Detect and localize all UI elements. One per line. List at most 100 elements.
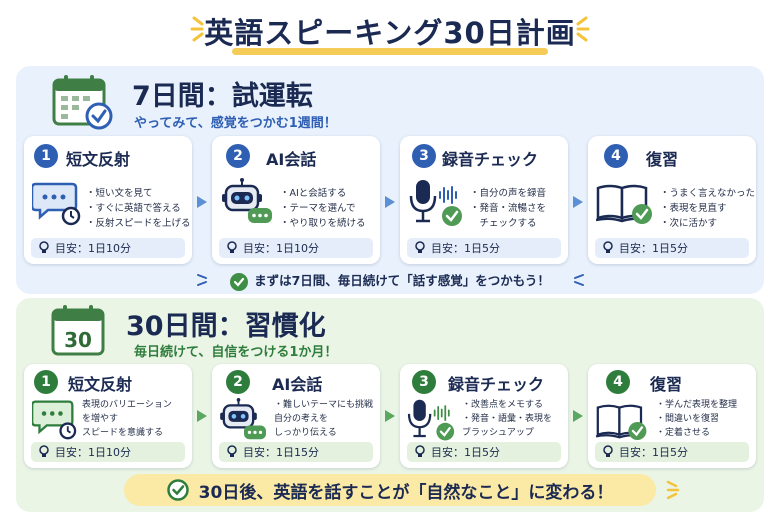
book-check-icon	[596, 184, 652, 224]
step-title: AI会話	[266, 150, 317, 169]
bullet: ・表現を見直す	[660, 203, 727, 214]
step-bullets: ・うまく言えなかった ・表現を見直す ・次に活かす	[660, 186, 755, 231]
time-target-label: 目安：1日15分	[243, 446, 319, 459]
step-number: 4	[606, 370, 630, 394]
step-title: AI会話	[272, 375, 323, 394]
step-title: 短文反射	[66, 150, 131, 169]
bullet: ・発音・流暢さを	[470, 203, 547, 214]
bullet: ・すぐに英語で答える	[86, 203, 181, 214]
lightbulb-icon	[415, 241, 425, 253]
time-target: 目安：1日5分	[407, 442, 561, 462]
step-card: 1 短文反射 表現のバリエーション を増やす スピードを意識する 目安：1日10…	[24, 364, 192, 468]
step-number: 2	[226, 144, 250, 168]
bullet: ・テーマを選んで	[280, 203, 356, 214]
section-subtitle: 毎日続けて、自信をつける1か月！	[134, 345, 338, 360]
step-title: 復習	[650, 375, 683, 394]
time-target: 目安：1日5分	[407, 238, 561, 258]
time-target: 目安：1日5分	[595, 238, 749, 258]
arrow-right-icon	[385, 196, 395, 208]
sparkle-icon	[190, 16, 204, 42]
robot-chat-icon	[222, 178, 272, 223]
footer-text: まずは7日間、毎日続けて「話す感覚」をつかもう！	[254, 273, 550, 288]
step-card: 1 短文反射 ・短い文を見て ・すぐに英語で答える ・反射スピードを上げる 目安…	[24, 136, 192, 264]
bullet: ・短い文を見て	[86, 188, 153, 199]
step-card: 3 録音チェック ・自分の声を録音 ・発音・流暢さを チェックする 目安：1日5…	[400, 136, 568, 264]
step-card: 4 復習 ・学んだ表現を整理 ・間違いを復習 ・定着させる 目安：1日5分	[588, 364, 756, 468]
check-circle-icon	[166, 479, 189, 501]
time-target: 目安：1日10分	[31, 238, 185, 258]
title-area: 英語スピーキング30日計画	[0, 4, 780, 55]
bullet: ・発音・語彙・表現を	[462, 414, 553, 424]
step-bullets: ・自分の声を録音 ・発音・流暢さを チェックする	[470, 186, 546, 231]
page-title: 英語スピーキング30日計画	[204, 16, 576, 50]
step-number: 3	[412, 370, 436, 394]
step-card: 4 復習 ・うまく言えなかった ・表現を見直す ・次に活かす 目安：1日5分	[588, 136, 756, 264]
bullet: スピードを意識する	[82, 428, 164, 438]
time-target: 目安：1日10分	[31, 442, 185, 462]
step-title: 短文反射	[68, 375, 133, 394]
section-heading: 7日間：試運転	[132, 81, 313, 112]
bullet: を増やす	[82, 414, 119, 424]
bullet: ・やり取りを続ける	[280, 218, 366, 229]
lightbulb-icon	[415, 445, 425, 457]
microphone-check-icon	[407, 399, 455, 441]
bullet: ・次に活かす	[660, 218, 718, 229]
lightbulb-icon	[603, 241, 613, 253]
calendar-30-icon: 30	[51, 305, 105, 356]
step-bullets: ・難しいテーマにも挑戦 自分の考えを しっかり伝える	[274, 398, 373, 440]
lightbulb-icon	[603, 445, 613, 457]
section-heading: 30日間：習慣化	[126, 311, 326, 342]
time-target: 目安：1日5分	[595, 442, 749, 462]
title-underline	[232, 48, 548, 55]
section-7-days: 7日間：試運転 やってみて、感覚をつかむ1週間！ 1 短文反射 ・短い文を見て …	[16, 66, 764, 294]
bullet: ・学んだ表現を整理	[656, 400, 738, 410]
bullet: チェックする	[470, 218, 537, 229]
book-check-icon	[596, 404, 647, 440]
step-number: 1	[34, 144, 58, 168]
step-bullets: ・短い文を見て ・すぐに英語で答える ・反射スピードを上げる	[86, 186, 191, 231]
bullet: 表現のバリエーション	[82, 400, 172, 410]
section-footer: まずは7日間、毎日続けて「話す感覚」をつかもう！	[16, 270, 764, 292]
section-subtitle: やってみて、感覚をつかむ1週間！	[134, 116, 337, 131]
step-number: 1	[34, 370, 58, 394]
arrow-right-icon	[197, 196, 207, 208]
time-target-label: 目安：1日5分	[431, 242, 500, 255]
speech-bubble-timer-icon	[32, 400, 77, 440]
bullet: ・AIと会話する	[280, 188, 347, 199]
lightbulb-icon	[227, 241, 237, 253]
step-number: 4	[604, 144, 628, 168]
speech-bubble-timer-icon	[32, 182, 81, 226]
bullet: ・難しいテーマにも挑戦	[274, 400, 374, 410]
lightbulb-icon	[39, 241, 49, 253]
bullet: ・反射スピードを上げる	[86, 218, 191, 229]
sparkle-icon	[576, 16, 590, 42]
step-card: 2 AI会話 ・AIと会話する ・テーマを選んで ・やり取りを続ける 目安：1日…	[212, 136, 380, 264]
footer-text: 30日後、英語を話すことが「自然なこと」に変わる！	[198, 482, 614, 503]
sparkle-icon	[574, 274, 584, 286]
arrow-right-icon	[573, 410, 583, 422]
check-circle-icon	[230, 272, 249, 291]
step-title: 録音チェック	[442, 150, 539, 169]
time-target-label: 目安：1日5分	[619, 446, 688, 459]
bullet: ・自分の声を録音	[470, 188, 547, 199]
step-bullets: ・AIと会話する ・テーマを選んで ・やり取りを続ける	[280, 186, 366, 231]
bullet: 自分の考えを	[274, 414, 329, 424]
section-footer: 30日後、英語を話すことが「自然なこと」に変わる！	[124, 474, 680, 506]
arrow-right-icon	[573, 196, 583, 208]
time-target: 目安：1日10分	[219, 238, 373, 258]
step-number: 3	[412, 144, 436, 168]
step-card: 3 録音チェック ・改善点をメモする ・発音・語彙・表現を ブラッシュアップ 目…	[400, 364, 568, 468]
step-bullets: ・改善点をメモする ・発音・語彙・表現を ブラッシュアップ	[462, 398, 552, 440]
microphone-check-icon	[409, 180, 462, 226]
robot-chat-icon	[220, 398, 266, 440]
bullet: しっかり伝える	[274, 428, 337, 438]
bullet: ・改善点をメモする	[462, 400, 544, 410]
step-number: 2	[226, 370, 250, 394]
time-target-label: 目安：1日10分	[243, 242, 319, 255]
bullet: ・間違いを復習	[656, 414, 720, 424]
time-target-label: 目安：1日10分	[55, 242, 131, 255]
time-target: 目安：1日15分	[219, 442, 373, 462]
time-target-label: 目安：1日10分	[55, 446, 131, 459]
section-30-days: 30 30日間：習慣化 毎日続けて、自信をつける1か月！ 1 短文反射 表現のバ…	[16, 298, 764, 512]
arrow-right-icon	[385, 410, 395, 422]
